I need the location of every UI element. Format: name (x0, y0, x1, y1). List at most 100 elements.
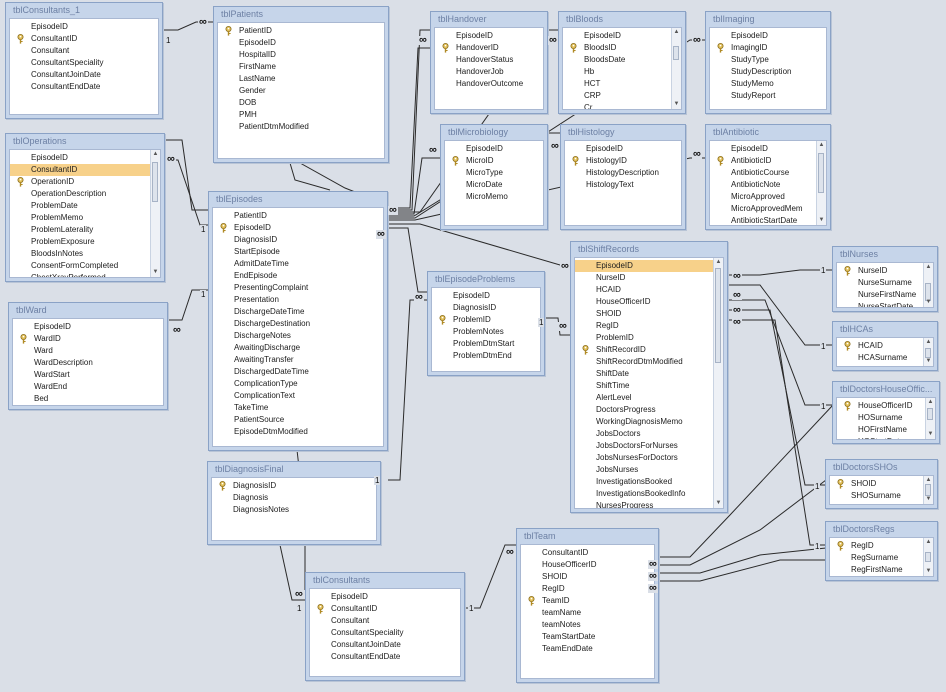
field-row[interactable]: BloodsID (563, 42, 671, 54)
field-row[interactable]: ProblemID (432, 314, 540, 326)
field-row[interactable]: EpisodeID (10, 21, 158, 33)
field-row[interactable]: HistologyID (565, 155, 681, 167)
field-row[interactable]: DiagnosisID (432, 302, 540, 314)
scroll-thumb[interactable] (152, 162, 158, 202)
relationship-line[interactable] (163, 139, 210, 211)
field-row[interactable]: DischargeNotes (213, 330, 383, 342)
field-row[interactable]: ConsultantSpeciality (10, 57, 158, 69)
field-row[interactable]: Hb (563, 66, 671, 78)
field-row[interactable]: SHOFirstName (830, 502, 923, 504)
field-row[interactable]: SHOID (830, 478, 923, 490)
scroll-thumb[interactable] (927, 408, 933, 420)
field-row[interactable]: Bed (13, 393, 163, 405)
field-row[interactable]: SHOSurname (830, 490, 923, 502)
field-row[interactable]: WardID (13, 333, 163, 345)
field-row[interactable]: ProblemDate (10, 200, 150, 212)
field-row[interactable]: StartEpisode (213, 246, 383, 258)
field-row[interactable]: AntibioticCourse (710, 167, 816, 179)
scroll-thumb[interactable] (715, 268, 721, 363)
relationship-line[interactable] (728, 299, 833, 406)
field-row[interactable]: HandoverStatus (435, 54, 543, 66)
scroll-up-arrow-icon[interactable]: ▲ (152, 151, 159, 157)
field-row[interactable]: HCAFirstName (837, 364, 923, 366)
field-row[interactable]: RegID (521, 583, 654, 595)
relationship-line[interactable] (660, 559, 826, 582)
field-row[interactable]: Ward (13, 345, 163, 357)
table-title[interactable]: tblShiftRecords (578, 244, 640, 254)
field-row[interactable]: OperationID (10, 176, 150, 188)
field-row[interactable]: DoctorsProgress (575, 404, 713, 416)
field-row[interactable]: HandoverJob (435, 66, 543, 78)
vertical-scrollbar[interactable]: ▲▼ (713, 258, 723, 508)
field-row[interactable]: WorkingDiagnosisMemo (575, 416, 713, 428)
field-row[interactable]: ConsultantJoinDate (10, 69, 158, 81)
field-row[interactable]: Diagnosis (212, 492, 376, 504)
field-row[interactable]: ShiftDate (575, 368, 713, 380)
field-row[interactable]: HOFirstName (837, 424, 925, 436)
table-tbldoctorsshos[interactable]: tblDoctorsSHOsSHOIDSHOSurnameSHOFirstNam… (825, 459, 938, 509)
relationship-line[interactable] (728, 284, 833, 346)
field-row[interactable]: DOB (218, 97, 384, 109)
field-row[interactable]: ProblemExposure (10, 236, 150, 248)
relationship-line[interactable] (728, 309, 826, 486)
relationship-line[interactable] (163, 159, 210, 226)
field-row[interactable]: MicroDate (445, 179, 543, 191)
field-row[interactable]: RegID (575, 320, 713, 332)
scroll-up-arrow-icon[interactable]: ▲ (925, 339, 932, 345)
vertical-scrollbar[interactable]: ▲▼ (923, 538, 933, 576)
scroll-thumb[interactable] (818, 153, 824, 193)
field-row[interactable]: StudyMemo (710, 78, 826, 90)
field-row[interactable]: ConsultantSpeciality (310, 627, 460, 639)
field-row[interactable]: HCT (563, 78, 671, 90)
field-row[interactable]: BloodsInNotes (10, 248, 150, 260)
field-row[interactable]: EpisodeID (310, 591, 460, 603)
table-title[interactable]: tblHistology (568, 127, 615, 137)
field-row[interactable]: AwaitingTransfer (213, 354, 383, 366)
field-row[interactable]: FirstName (218, 61, 384, 73)
vertical-scrollbar[interactable]: ▲▼ (923, 263, 933, 307)
field-row[interactable]: JobsDoctors (575, 428, 713, 440)
field-row[interactable]: ConsultantID (310, 603, 460, 615)
field-row[interactable]: EpisodeID (445, 143, 543, 155)
field-row[interactable]: WardStart (13, 369, 163, 381)
field-row[interactable]: NurseSurname (837, 277, 923, 289)
field-row[interactable]: ConsultantEndDate (310, 651, 460, 663)
table-title[interactable]: tblNurses (840, 249, 879, 259)
field-row[interactable]: DiagnosisID (213, 234, 383, 246)
scroll-thumb[interactable] (673, 46, 679, 60)
field-row[interactable]: TeamID (521, 595, 654, 607)
field-row[interactable]: ConsultantID (10, 164, 150, 176)
scroll-down-arrow-icon[interactable]: ▼ (927, 431, 934, 437)
vertical-scrollbar[interactable]: ▲▼ (925, 398, 935, 439)
field-row[interactable]: PMH (218, 109, 384, 121)
field-row[interactable]: EpisodeID (218, 37, 384, 49)
relationship-line[interactable] (388, 223, 572, 266)
field-row[interactable]: EpisodeID (435, 30, 543, 42)
field-row[interactable]: PatientDtmModified (218, 121, 384, 133)
field-row[interactable]: ProblemDtmEnd (432, 350, 540, 362)
field-row[interactable]: MicroType (445, 167, 543, 179)
field-row[interactable]: HospitalID (218, 49, 384, 61)
field-row[interactable]: TeamEndDate (521, 643, 654, 655)
field-row[interactable]: NurseID (837, 265, 923, 277)
vertical-scrollbar[interactable]: ▲▼ (923, 338, 933, 366)
scroll-thumb[interactable] (925, 552, 931, 562)
table-title[interactable]: tblOperations (13, 136, 67, 146)
table-title[interactable]: tblDoctorsSHOs (833, 462, 898, 472)
field-row[interactable]: NurseID (575, 272, 713, 284)
scroll-up-arrow-icon[interactable]: ▲ (818, 142, 825, 148)
field-row[interactable]: AntibioticID (710, 155, 816, 167)
field-row[interactable]: HouseOfficerID (837, 400, 925, 412)
field-list[interactable]: HCAIDHCASurnameHCAFirstName▲▼ (836, 337, 934, 367)
field-row[interactable]: AntibioticNote (710, 179, 816, 191)
field-row[interactable]: RegFirstName (830, 564, 923, 576)
